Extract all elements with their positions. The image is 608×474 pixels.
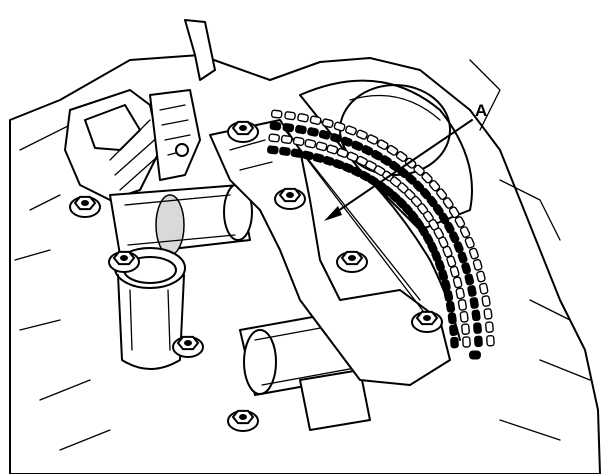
chain-link (486, 334, 495, 347)
chain-link (442, 197, 454, 209)
chain-link (436, 188, 448, 200)
sensor-bracket (64, 89, 201, 201)
chain-link (326, 144, 339, 155)
chain-link (457, 251, 468, 264)
camshaft-intake (109, 183, 253, 256)
bolts (69, 120, 443, 432)
chain-link (290, 148, 303, 158)
chain-link (449, 231, 460, 244)
callout-label-a: A (475, 101, 487, 120)
chain-link (459, 311, 469, 323)
chain-link (474, 335, 483, 348)
chain-link (448, 206, 460, 219)
chain-link (321, 118, 334, 128)
chain-link (449, 265, 460, 278)
chain-link (462, 336, 471, 348)
chain-link (469, 350, 481, 360)
chain-link (450, 336, 459, 349)
chain-link (318, 129, 331, 140)
flange-bolt (108, 250, 140, 273)
chain-link (292, 136, 305, 146)
flange-bolt (69, 195, 101, 218)
chain-link (345, 125, 357, 136)
chain-link (471, 309, 481, 322)
chain-link (295, 124, 307, 135)
chain-link (479, 282, 489, 295)
chain-link (428, 179, 441, 192)
chain-link (269, 121, 282, 131)
flange-bolt (227, 409, 259, 432)
chain-link (481, 295, 491, 307)
chain-link (268, 133, 280, 143)
chain-link (309, 115, 322, 125)
chain-link (459, 226, 471, 239)
chain-link (464, 273, 475, 286)
flange-bolt (172, 335, 204, 358)
chain-link (485, 321, 494, 333)
chain-guide (359, 169, 461, 341)
chain-link (267, 145, 279, 155)
chain-link (356, 129, 368, 140)
chain-link (270, 109, 283, 119)
chain-link (476, 270, 486, 283)
chain-link (469, 297, 479, 309)
chain-link (307, 127, 319, 137)
chain-link (330, 133, 342, 143)
chain-link (421, 172, 433, 184)
chain-link (333, 121, 346, 132)
chain-link (473, 322, 482, 334)
chain-link (297, 113, 309, 123)
flange-bolt (336, 250, 368, 273)
flange-bolt (227, 120, 259, 143)
chain-link (361, 145, 374, 156)
chain-link (340, 136, 353, 147)
chain-link (444, 221, 455, 234)
flange-bolt (274, 187, 306, 210)
chain-link (301, 150, 314, 161)
chain-link (386, 144, 399, 156)
chain-link (376, 139, 389, 150)
chain-link (455, 287, 465, 300)
chain-link (279, 146, 291, 156)
chain-link (284, 111, 296, 121)
chain-link (461, 262, 472, 275)
cam-bracket (209, 119, 451, 386)
callout-leader (324, 119, 473, 221)
chain-link (454, 216, 466, 228)
chain-link (464, 236, 475, 249)
flange-bolt (411, 310, 443, 333)
chain-link (446, 255, 457, 268)
timing-chain (267, 109, 495, 360)
chain-link (351, 140, 364, 151)
chain-link (452, 276, 463, 289)
chain-link (366, 134, 379, 145)
chain-link (468, 247, 479, 260)
chain-link (453, 241, 464, 254)
chain-link (472, 258, 483, 271)
chain-link (467, 285, 477, 297)
chain-link (457, 299, 467, 311)
chain-link (304, 138, 317, 149)
chain-link (413, 164, 425, 176)
chain-link (395, 151, 408, 162)
chain-link (280, 134, 293, 145)
chain-link (483, 308, 493, 320)
chain-link (315, 141, 328, 152)
chain-link (282, 123, 295, 133)
chain-link (461, 323, 470, 335)
